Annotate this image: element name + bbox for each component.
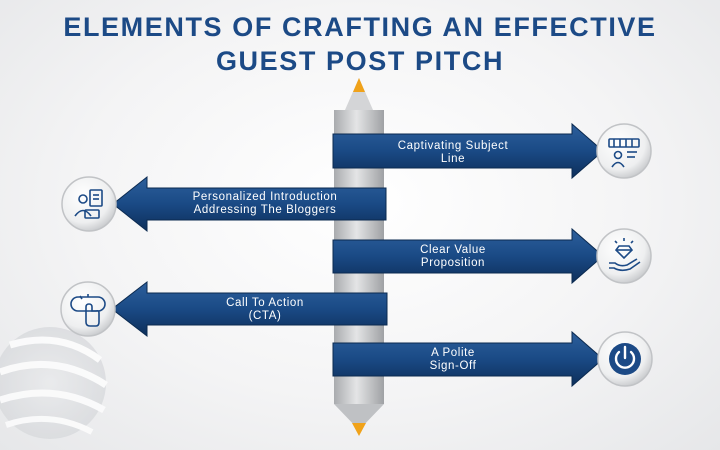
step-arrow-5 <box>332 330 604 388</box>
introduction-icon <box>74 189 103 219</box>
decorative-globe-icon <box>0 327 108 439</box>
step-arrow-3 <box>332 227 604 285</box>
step-label-2-line-2: Addressing The Bloggers <box>193 204 337 216</box>
subject-line-icon <box>608 138 640 168</box>
step-label-2-line-1: Personalized Introduction <box>192 191 338 203</box>
icon-circle-1 <box>596 123 652 179</box>
page-title-line-2: GUEST POST PITCH <box>215 46 505 76</box>
step-label-5-line-1: A Polite <box>431 347 475 359</box>
power-icon <box>609 343 641 375</box>
step-label-4-line-1: Call To Action <box>226 297 304 309</box>
step-arrow-2 <box>112 175 387 233</box>
icon-circle-2 <box>61 176 117 232</box>
step-label-1: Captivating Subject Line <box>333 140 573 166</box>
step-label-3-line-2: Proposition <box>420 257 486 269</box>
icon-circle-3 <box>596 228 652 284</box>
step-arrow-4 <box>111 280 388 338</box>
step-label-5-line-2: Sign-Off <box>429 360 477 372</box>
step-label-4: Call To Action (CTA) <box>145 297 385 323</box>
icon-circle-5 <box>597 331 653 387</box>
step-label-5: A Polite Sign-Off <box>333 347 573 373</box>
step-label-3-line-1: Clear Value <box>420 244 486 256</box>
step-label-1-line-1: Captivating Subject <box>397 140 509 152</box>
page-title-line-1: ELEMENTS OF CRAFTING AN EFFECTIVE <box>63 12 657 42</box>
icon-circle-4 <box>60 281 116 337</box>
step-label-4-line-2: (CTA) <box>248 310 282 322</box>
step-arrow-1 <box>332 122 604 180</box>
step-label-2: Personalized Introduction Addressing The… <box>145 191 385 217</box>
diamond-hand-icon <box>609 238 641 272</box>
step-label-1-line-2: Line <box>440 153 466 165</box>
step-label-3: Clear Value Proposition <box>333 244 573 270</box>
click-button-icon <box>70 294 106 327</box>
